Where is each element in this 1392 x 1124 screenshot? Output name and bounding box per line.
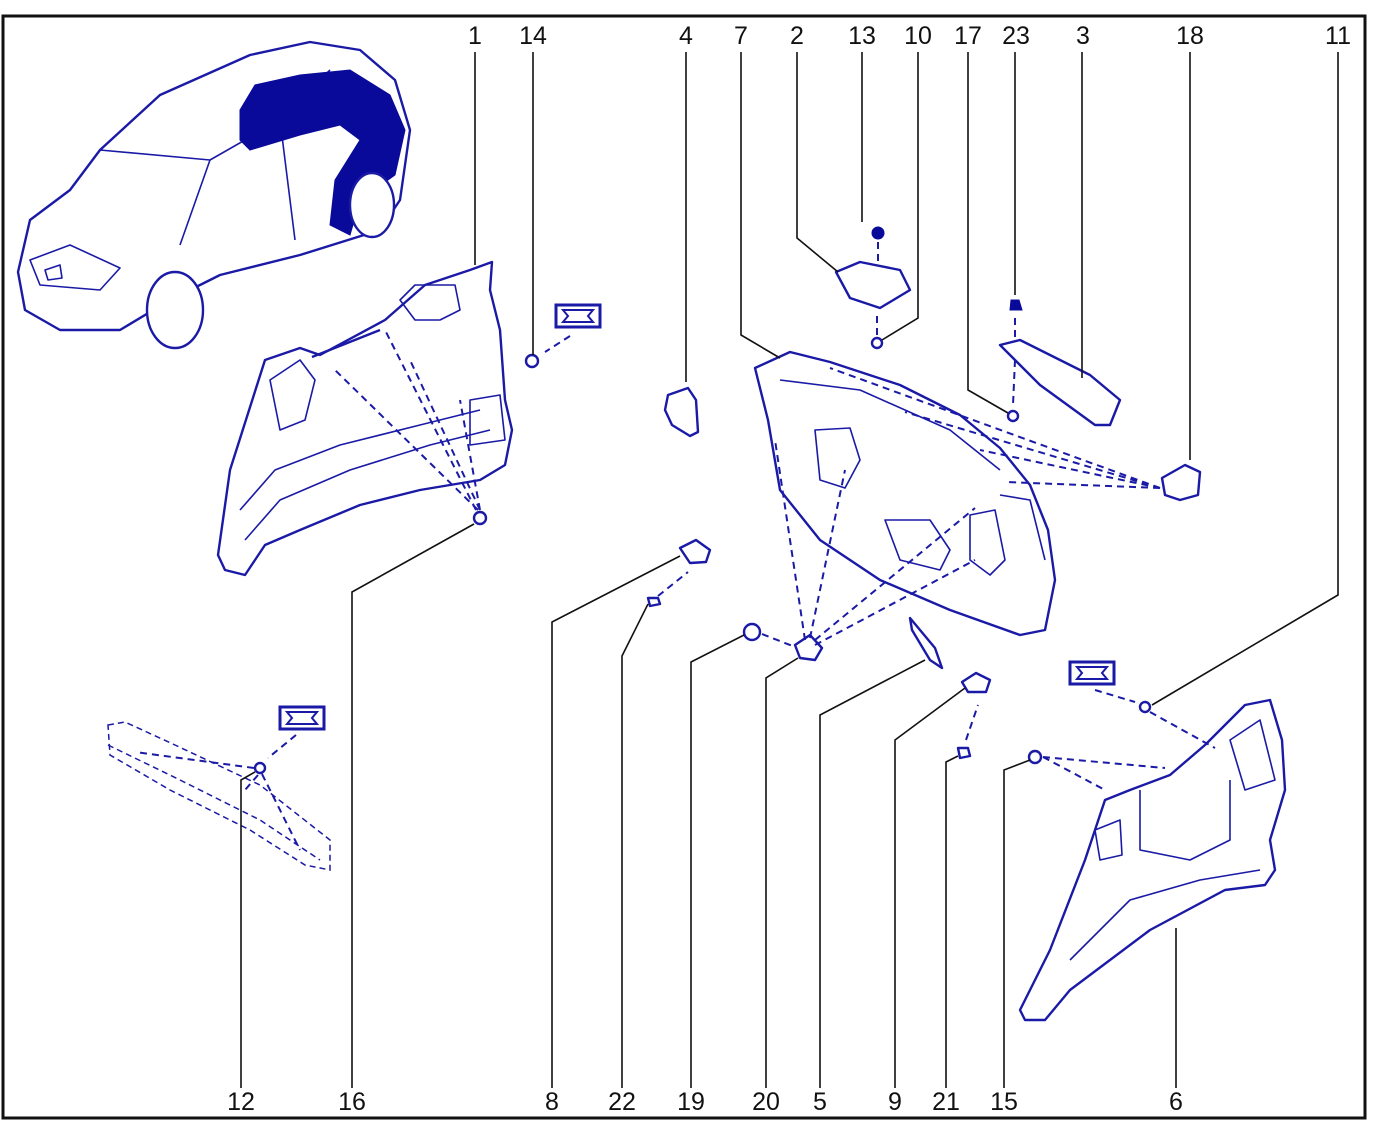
screw-10	[870, 336, 884, 350]
callout-8: 8	[545, 1088, 559, 1116]
arrows-clip-16	[334, 329, 481, 511]
arrow-19-20	[761, 633, 796, 648]
clip-16	[472, 510, 488, 526]
right-side-trim-panel	[1018, 698, 1287, 1022]
callout-3: 3	[1076, 22, 1090, 50]
clip-23	[1009, 299, 1023, 311]
bracket-2	[834, 260, 912, 310]
callout-22: 22	[608, 1088, 636, 1116]
screw-22	[646, 596, 662, 608]
callout-11: 11	[1325, 22, 1351, 50]
callout-10: 10	[904, 22, 932, 50]
diagram-frame	[1, 14, 1367, 1120]
replace-part-symbol-icon	[554, 303, 602, 329]
clip-13	[871, 226, 885, 240]
callout-20: 20	[752, 1088, 780, 1116]
screw-17	[1006, 409, 1020, 423]
trim-strip-3	[998, 338, 1122, 427]
callout-12: 12	[227, 1088, 255, 1116]
arrows-clip-18	[829, 367, 1161, 489]
callout-9: 9	[888, 1088, 902, 1116]
callout-7: 7	[734, 22, 748, 50]
callout-17: 17	[954, 22, 982, 50]
arrow-11-panel	[1149, 711, 1216, 749]
vehicle-location-icon	[16, 40, 412, 350]
arrow-22	[657, 571, 689, 597]
callout-13: 13	[848, 22, 876, 50]
left-side-trim-panel	[216, 260, 514, 577]
clip-9	[960, 671, 992, 694]
clip-8	[678, 538, 712, 565]
callout-15: 15	[990, 1088, 1018, 1116]
clip-15	[1027, 749, 1043, 765]
callout-14: 14	[519, 22, 547, 50]
callout-19: 19	[677, 1088, 705, 1116]
callout-2: 2	[790, 22, 804, 50]
arrows-clip-20	[774, 439, 976, 646]
tailgate-trim-panel	[753, 350, 1057, 637]
arrows-clip-15	[1042, 756, 1166, 791]
callout-5: 5	[813, 1088, 827, 1116]
strip-5	[908, 616, 944, 670]
callout-21: 21	[932, 1088, 960, 1116]
clip-12	[253, 761, 267, 775]
sill-outline-12	[107, 721, 331, 871]
replace-part-symbol-icon	[1068, 660, 1116, 686]
callout-18: 18	[1176, 22, 1204, 50]
screw-21	[956, 746, 972, 760]
clip-11	[1138, 700, 1152, 714]
arrow-symbol-11	[1094, 689, 1136, 703]
arrow-symbol-14	[544, 335, 571, 353]
arrow-17	[1012, 359, 1016, 406]
small-cover-4	[663, 386, 700, 438]
clip-14	[524, 353, 540, 369]
callout-numbers: 1 14 4 7 2 13 10 17 23 3 18 11 12 16 8 2…	[227, 22, 1351, 1116]
clip-19	[742, 622, 762, 642]
rod-part-1	[311, 328, 381, 359]
clip-20	[793, 633, 824, 662]
callout-16: 16	[338, 1088, 366, 1116]
arrow-symbol-12	[267, 734, 297, 759]
replace-part-symbol-icon	[278, 705, 326, 731]
arrows-clip-12	[134, 751, 301, 851]
callout-6: 6	[1169, 1088, 1183, 1116]
leader-lines	[240, 52, 1339, 1088]
callout-23: 23	[1002, 22, 1030, 50]
callout-1: 1	[468, 22, 482, 50]
arrow-21	[965, 704, 979, 741]
clip-18	[1160, 463, 1202, 502]
callout-4: 4	[679, 22, 693, 50]
